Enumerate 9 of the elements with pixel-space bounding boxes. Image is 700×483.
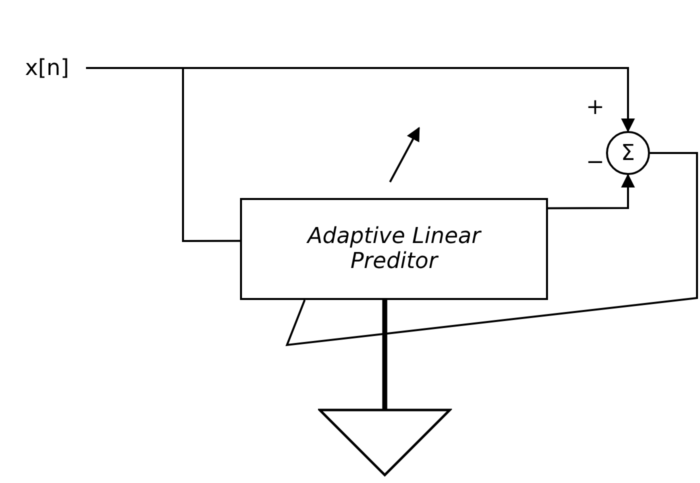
input-signal-label: x[n] xyxy=(8,50,86,86)
summing-junction: Σ xyxy=(606,131,650,175)
sign-label: + xyxy=(586,95,604,120)
signal-line xyxy=(285,152,698,346)
process-box: Adaptive Linear Preditor xyxy=(240,198,548,300)
output-block-arrow xyxy=(318,300,451,476)
signal-line xyxy=(548,174,635,210)
signal-line xyxy=(86,67,240,242)
sign-label: − xyxy=(586,150,604,175)
